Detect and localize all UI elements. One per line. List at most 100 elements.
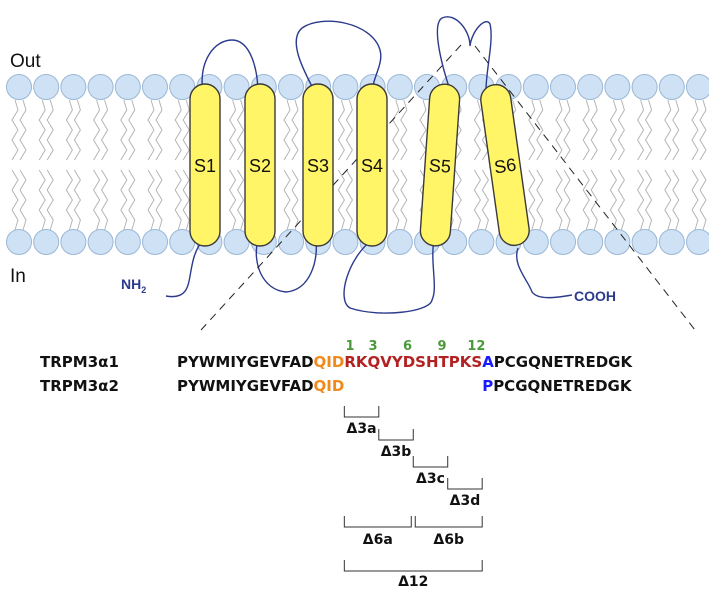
lipid-head-upper [658, 74, 685, 100]
sequence-part: RKQVYDSHTPKS [344, 353, 482, 371]
lipid-tail-lower [120, 169, 128, 231]
lipid-tail-upper [128, 99, 136, 161]
lipid-tail-upper [38, 99, 46, 161]
lipid-tail-upper [664, 99, 672, 161]
sequence-part: PYWMIYGEVFAD [177, 353, 314, 371]
lipid-tail-lower [283, 169, 291, 231]
lipid-tail-upper [93, 99, 101, 161]
lipid-tail-upper [555, 99, 563, 161]
protein-loops [165, 16, 573, 314]
deletion-bracket [414, 516, 483, 528]
helix-label: S5 [428, 155, 451, 176]
lipid-tail-lower [563, 169, 571, 231]
lipid-tail-lower [128, 169, 136, 231]
lipid-head-lower [114, 229, 141, 255]
deletion-label: Δ6a [363, 532, 393, 548]
helix-s5: S5 [419, 83, 461, 247]
lipid-head-upper [278, 74, 304, 100]
lipid-tail-upper [672, 99, 680, 161]
deletion-bracket [412, 456, 449, 468]
lipid-tail-upper [19, 99, 27, 161]
lipid-tail-lower [609, 169, 617, 231]
lipid-tail-lower [182, 169, 190, 231]
lipid-tail-lower [38, 169, 46, 231]
lipid-head-lower [550, 229, 576, 255]
sequence-part: QID [314, 377, 345, 395]
lipid-head-upper [332, 74, 359, 100]
lipid-tail-upper [73, 99, 81, 161]
lipid-tail-lower [65, 169, 73, 231]
lipid-tail-upper [229, 99, 237, 161]
helix-s1: S1 [189, 83, 221, 247]
helix-body [302, 83, 334, 247]
lipid-tail-lower [101, 169, 109, 231]
lipid-tail-upper [699, 99, 707, 161]
lipid-tail-lower [155, 169, 163, 231]
lipid-tail-upper [46, 99, 54, 161]
helix-s4: S4 [356, 83, 388, 247]
sequence-part: P [482, 377, 493, 395]
lipid-tail-lower [19, 169, 27, 231]
lipid-tail-upper [337, 99, 345, 161]
deletion-label: Δ3d [450, 493, 481, 509]
lipid-tail-lower [454, 169, 462, 231]
out-label: Out [10, 51, 41, 72]
lipid-tail-upper [291, 99, 299, 161]
lipid-tail-lower [147, 169, 155, 231]
lipid-tail-upper [590, 99, 598, 161]
deletion-label: Δ3a [347, 421, 377, 437]
lipid-tail-lower [73, 169, 81, 231]
loop-s2-s3-intracellular [255, 239, 317, 293]
lipid-tail-lower [637, 169, 645, 231]
lipid-tail-upper [419, 99, 427, 161]
nh2-subscript: 2 [141, 285, 146, 295]
c-terminus-loop [516, 247, 573, 299]
lipid-tail-upper [637, 99, 645, 161]
lipid-head-upper [386, 74, 413, 100]
lipid-tail-upper [617, 99, 625, 161]
lipid-head-upper [631, 74, 658, 100]
lipid-tail-lower [528, 169, 536, 231]
lipid-tail-upper [345, 99, 353, 161]
lipid-tail-lower [400, 169, 408, 231]
lipid-head-upper [169, 74, 196, 100]
sequence-name: TRPM3α1 [40, 353, 119, 371]
lipid-head-lower [468, 229, 495, 255]
deletion-bracket [343, 560, 483, 572]
lipid-tail-lower [617, 169, 625, 231]
sequence-part: A [482, 353, 494, 371]
deletion-label: Δ3c [416, 471, 445, 487]
helix-body [419, 83, 461, 247]
lipid-tail-lower [481, 169, 489, 231]
lipid-tail-upper [174, 99, 182, 161]
lipid-tail-upper [101, 99, 109, 161]
sequence-part: PYWMIYGEVFAD [177, 377, 314, 395]
lipid-tail-upper [582, 99, 590, 161]
lipid-tail-upper [454, 99, 462, 161]
lipid-tail-lower [291, 169, 299, 231]
loop-s3-s4-extracellular [295, 20, 382, 95]
lipid-tail-lower [229, 169, 237, 231]
lipid-tail-lower [337, 169, 345, 231]
lipid-tail-upper [155, 99, 163, 161]
lipid-tail-lower [46, 169, 54, 231]
pore-loop [436, 16, 492, 91]
lipid-head-lower [142, 229, 168, 255]
sequence-row: PYWMIYGEVFADQIDRKQVYDSHTPKSAPCGQNETREDGK [177, 353, 633, 371]
lipid-tail-upper [182, 99, 190, 161]
lipid-tail-upper [400, 99, 408, 161]
lipid-tail-lower [237, 169, 245, 231]
helix-body [480, 83, 530, 247]
helix-body [356, 83, 388, 247]
helix-body [189, 83, 221, 247]
lipid-head-upper [522, 74, 549, 100]
lipid-tail-upper [645, 99, 653, 161]
lipid-tail-lower [664, 169, 672, 231]
helix-label: S4 [361, 156, 383, 176]
lipid-head-upper [33, 74, 60, 100]
lipid-head-upper [87, 74, 114, 100]
lipid-tail-lower [93, 169, 101, 231]
lipid-tail-upper [65, 99, 73, 161]
